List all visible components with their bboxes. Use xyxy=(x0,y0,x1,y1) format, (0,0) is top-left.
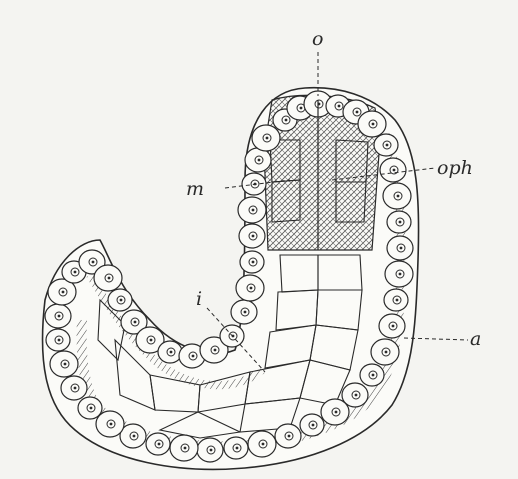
nucleolus xyxy=(74,387,77,390)
nucleolus xyxy=(397,195,400,198)
nucleolus xyxy=(214,349,217,352)
nucleolus xyxy=(184,447,187,450)
label-i: i xyxy=(196,288,202,310)
nucleolus xyxy=(170,351,173,354)
nucleolus xyxy=(62,291,65,294)
nucleolus xyxy=(158,443,161,446)
nucleolus xyxy=(356,111,359,114)
nucleolus xyxy=(236,447,239,450)
nucleolus xyxy=(262,443,265,446)
nucleolus xyxy=(396,299,399,302)
nucleolus xyxy=(285,119,288,122)
label-o: o xyxy=(312,28,323,50)
nucleolus xyxy=(252,209,255,212)
nucleolus xyxy=(258,159,261,162)
nucleolus xyxy=(400,247,403,250)
nucleolus xyxy=(372,123,375,126)
nucleolus xyxy=(399,221,402,224)
nucleolus xyxy=(385,351,388,354)
nucleolus xyxy=(210,449,213,452)
nucleolus xyxy=(386,144,389,147)
nucleolus xyxy=(399,273,402,276)
nucleolus xyxy=(288,435,291,438)
nucleolus xyxy=(355,394,358,397)
nucleolus xyxy=(110,423,113,426)
nucleolus xyxy=(92,261,95,264)
label-a: a xyxy=(470,328,481,350)
nucleolus xyxy=(120,299,123,302)
nucleolus xyxy=(266,137,269,140)
nucleolus xyxy=(58,315,61,318)
nucleolus xyxy=(64,363,67,366)
nucleolus xyxy=(108,277,111,280)
nucleolus xyxy=(300,107,303,110)
nucleolus xyxy=(150,339,153,342)
nucleolus xyxy=(372,374,375,377)
label-m: m xyxy=(186,178,204,200)
nucleolus xyxy=(58,339,61,342)
nucleolus xyxy=(252,261,255,264)
nucleolus xyxy=(74,271,77,274)
nucleolus xyxy=(338,105,341,108)
nucleolus xyxy=(392,325,395,328)
label-oph: oph xyxy=(437,157,473,179)
nucleolus xyxy=(134,321,137,324)
nucleolus xyxy=(335,411,338,414)
nucleolus xyxy=(90,407,93,410)
nucleolus xyxy=(393,169,396,172)
nucleolus xyxy=(244,311,247,314)
nucleolus xyxy=(192,355,195,358)
nucleolus xyxy=(312,424,315,427)
nucleolus xyxy=(133,435,136,438)
nucleolus xyxy=(252,235,255,238)
nucleolus xyxy=(250,287,253,290)
